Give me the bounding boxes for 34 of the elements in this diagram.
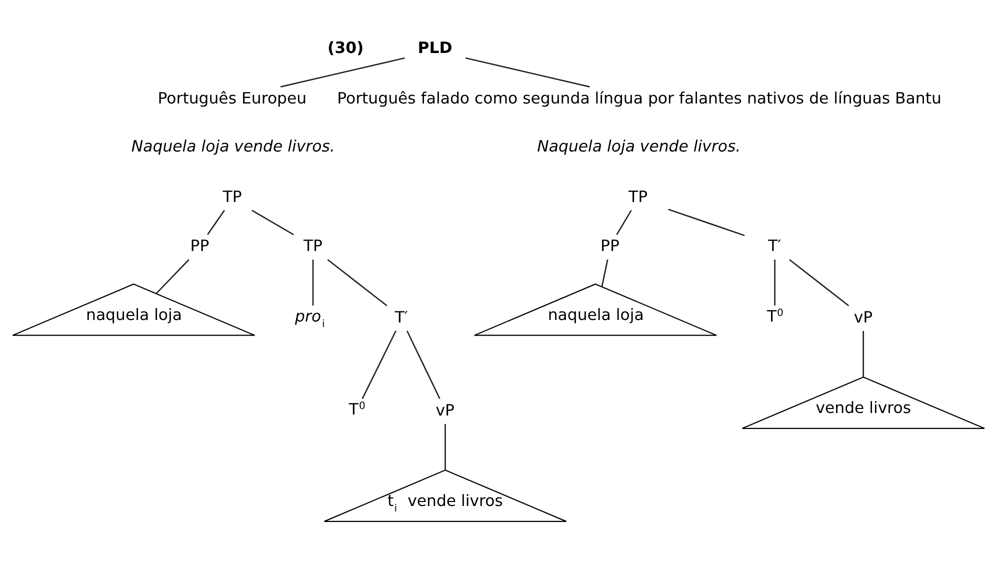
connector bbox=[327, 259, 388, 306]
node-text: Português Europeu bbox=[158, 88, 307, 108]
node-text: pro$_{i}$ bbox=[295, 306, 325, 330]
node-text: T$^{0}$ bbox=[348, 399, 366, 418]
node-text: TP bbox=[628, 186, 648, 206]
node-text: T′ bbox=[768, 236, 782, 256]
connector bbox=[406, 330, 440, 400]
node-text: PP bbox=[190, 236, 210, 256]
node-text: PLD bbox=[418, 38, 452, 57]
node-text: PP bbox=[600, 236, 620, 256]
connector bbox=[156, 259, 190, 294]
connector bbox=[280, 57, 405, 88]
connector bbox=[616, 210, 632, 236]
connector bbox=[362, 330, 396, 400]
connector bbox=[862, 330, 864, 377]
node-text: vP bbox=[436, 400, 454, 420]
connector bbox=[774, 260, 776, 306]
node-text: Português falado como segunda língua por falantes nativos de línguas Bantu bbox=[337, 88, 942, 108]
connector bbox=[312, 260, 314, 306]
connector bbox=[789, 259, 850, 306]
connector bbox=[465, 57, 590, 88]
connector bbox=[601, 259, 608, 287]
connector bbox=[252, 210, 294, 236]
node-text: vP bbox=[854, 307, 873, 326]
node-text: TP bbox=[222, 186, 242, 206]
node-text: T$^{0}$ bbox=[766, 306, 784, 326]
connector bbox=[207, 210, 225, 236]
node-text: T′ bbox=[394, 307, 408, 326]
label: (30) bbox=[328, 38, 364, 57]
node-text: TP bbox=[303, 236, 323, 256]
connector bbox=[444, 424, 446, 470]
label: Naquela loja vende livros. bbox=[131, 136, 335, 156]
label: Naquela loja vende livros. bbox=[537, 136, 741, 156]
connector bbox=[668, 208, 745, 236]
